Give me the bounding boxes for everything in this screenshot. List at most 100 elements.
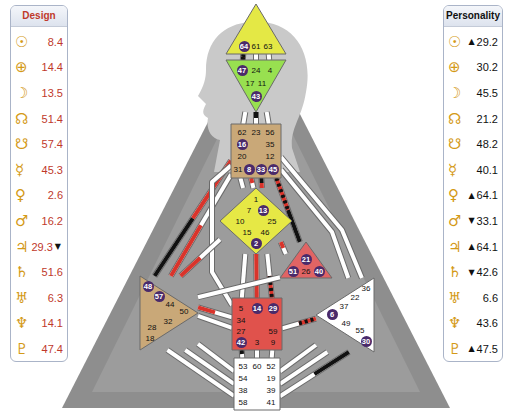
active-gate: 51 (288, 266, 299, 277)
channel-stroke (280, 352, 349, 396)
planet-row: ♃▲64.1 (444, 234, 502, 260)
gate-line-value: 47.4 (42, 343, 63, 355)
active-gate: 43 (251, 91, 262, 102)
gate-number: 32 (164, 317, 173, 326)
channel-stroke (267, 112, 269, 124)
channel-stroke (276, 178, 288, 210)
planet-row: ☉8.4 (11, 29, 67, 55)
planet-symbol: ☊ (15, 110, 42, 128)
active-gate: 47 (237, 65, 248, 76)
channel-stroke (281, 242, 284, 248)
gate-number: 3 (255, 338, 259, 347)
planet-symbol: ☽ (15, 84, 42, 102)
channel-stroke (240, 178, 243, 188)
energy-center: 21512640 (280, 242, 332, 278)
channel-stroke (243, 112, 245, 124)
channel-stroke (240, 350, 245, 358)
planet-symbol: ☿ (15, 161, 42, 179)
energy-center: 47244171143 (226, 60, 286, 112)
gate-line-value: 29.3 (31, 241, 52, 253)
planet-symbol: ☉ (15, 33, 48, 51)
channel (256, 112, 257, 124)
gate-number: 28 (148, 323, 157, 332)
channel-stroke (255, 350, 259, 358)
body-triangle (62, 28, 450, 408)
center-outline (231, 124, 281, 178)
gate-number: 5 (239, 304, 243, 313)
gate-number: 10 (236, 217, 245, 226)
channel (280, 352, 349, 396)
channel (256, 54, 257, 60)
channel (268, 54, 270, 60)
active-gate: 21 (301, 254, 312, 265)
energy-center: 622356163520123183345 (231, 124, 281, 178)
channel (261, 178, 263, 188)
center-outline (220, 188, 292, 254)
center-outline (234, 358, 280, 410)
panel-title: Personality (444, 6, 502, 27)
channel (198, 277, 280, 297)
gate-number: 15 (243, 228, 252, 237)
channel-stroke (254, 254, 258, 276)
channel-stroke (260, 183, 264, 188)
retro-arrow: ▲ (468, 191, 474, 200)
channel-stroke (253, 112, 259, 124)
channel-stroke (171, 225, 201, 276)
planet-row: ♀▲64.1 (444, 183, 502, 209)
gate-number: 54 (239, 374, 248, 383)
channel-stroke (299, 319, 316, 324)
gate-line-value: 6.3 (48, 292, 63, 304)
gate-line-value: 48.2 (477, 138, 498, 150)
planet-row: ☿45.3 (11, 157, 67, 183)
channel (242, 254, 246, 298)
channel-stroke (242, 254, 246, 298)
gate-line-value: 57.4 (42, 138, 63, 150)
gate-number: 27 (237, 327, 246, 336)
active-gate: 2 (251, 238, 262, 249)
planet-row: ☿40.1 (444, 157, 502, 183)
center-outline (226, 4, 286, 54)
channel-stroke (181, 240, 220, 277)
channel (271, 350, 273, 358)
channel-stroke (167, 350, 234, 396)
planet-row: ⊕30.2 (444, 55, 502, 81)
gate-line-value: 64.1 (477, 189, 498, 201)
channel-stroke (282, 319, 316, 329)
channel-stroke (198, 307, 215, 312)
planet-row: ♀2.6 (11, 183, 67, 209)
retro-arrow: ▼ (55, 242, 61, 251)
gate-line-value: 43.6 (477, 317, 498, 329)
active-gate: 57 (154, 291, 165, 302)
gate-number: 62 (238, 128, 247, 137)
channel-stroke (314, 352, 349, 374)
channel-stroke (251, 178, 253, 188)
planet-symbol: ♀ (448, 186, 466, 204)
channel-stroke (251, 178, 253, 188)
retro-arrow: ▲ (468, 242, 474, 251)
planet-symbol: ☉ (448, 33, 466, 51)
channel (242, 54, 244, 60)
channel-stroke (241, 54, 246, 60)
body-inner (92, 60, 420, 392)
planet-symbol: ♅ (448, 289, 483, 307)
channel-stroke (266, 54, 273, 60)
channel-stroke (254, 112, 258, 124)
planet-row: ☋57.4 (11, 131, 67, 157)
channel-stroke (258, 178, 265, 188)
gate-line-value: 14.1 (42, 317, 63, 329)
gate-line-value: 40.1 (477, 164, 498, 176)
active-gate: 8 (244, 164, 255, 175)
gate-number: 26 (302, 267, 311, 276)
channel-stroke (240, 54, 247, 60)
channel-stroke (212, 166, 232, 306)
planet-symbol: ♇ (15, 340, 42, 358)
channel-stroke (212, 166, 232, 306)
channel-stroke (239, 350, 246, 358)
planet-row: ♆14.1 (11, 311, 67, 337)
planet-symbol: ♆ (15, 314, 42, 332)
gate-number: 49 (342, 319, 351, 328)
planet-panel: Design☉8.4⊕14.4☽13.5☊51.4☋57.4☿45.3♀2.6♂… (10, 5, 68, 362)
planet-row: ♂16.2 (11, 208, 67, 234)
planet-symbol: ⊕ (448, 58, 477, 76)
gate-number: 58 (239, 398, 248, 407)
